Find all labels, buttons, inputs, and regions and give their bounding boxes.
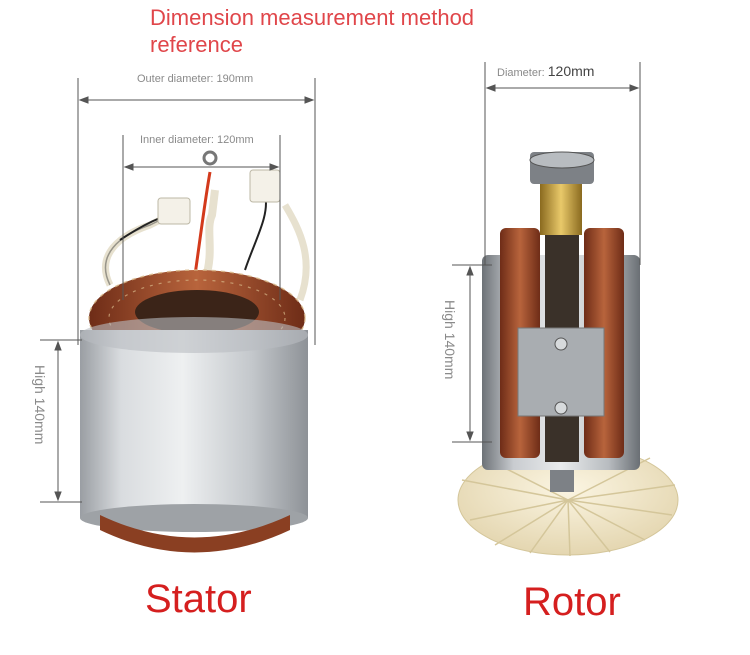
rotor-slip-ring xyxy=(540,180,582,235)
stator-height-label: High 140mm xyxy=(32,365,48,445)
page-heading: Dimension measurement method reference xyxy=(150,5,475,57)
rotor-diameter-label: Diameter: 120mm xyxy=(497,63,594,79)
stator-inner-diameter-label: Inner diameter: 120mm xyxy=(140,134,254,146)
stator-ring-terminal xyxy=(202,150,218,166)
rotor-dimension-lines xyxy=(452,62,641,443)
stator-connector-right xyxy=(249,169,281,203)
stator-title: Stator xyxy=(145,577,252,621)
rotor-diameter-prefix: Diameter: xyxy=(497,67,545,79)
rotor-title: Rotor xyxy=(523,580,621,624)
rotor-photo xyxy=(457,151,679,557)
stator-core xyxy=(80,330,308,518)
stator-connector-left xyxy=(157,197,191,225)
stator-dimension-lines xyxy=(40,78,316,503)
stator-photo xyxy=(80,150,310,553)
rotor-diameter-value: 120mm xyxy=(547,63,595,79)
rotor-height-label: High 140mm xyxy=(442,300,458,380)
stator-outer-diameter-label: Outer diameter: 190mm xyxy=(137,73,254,85)
